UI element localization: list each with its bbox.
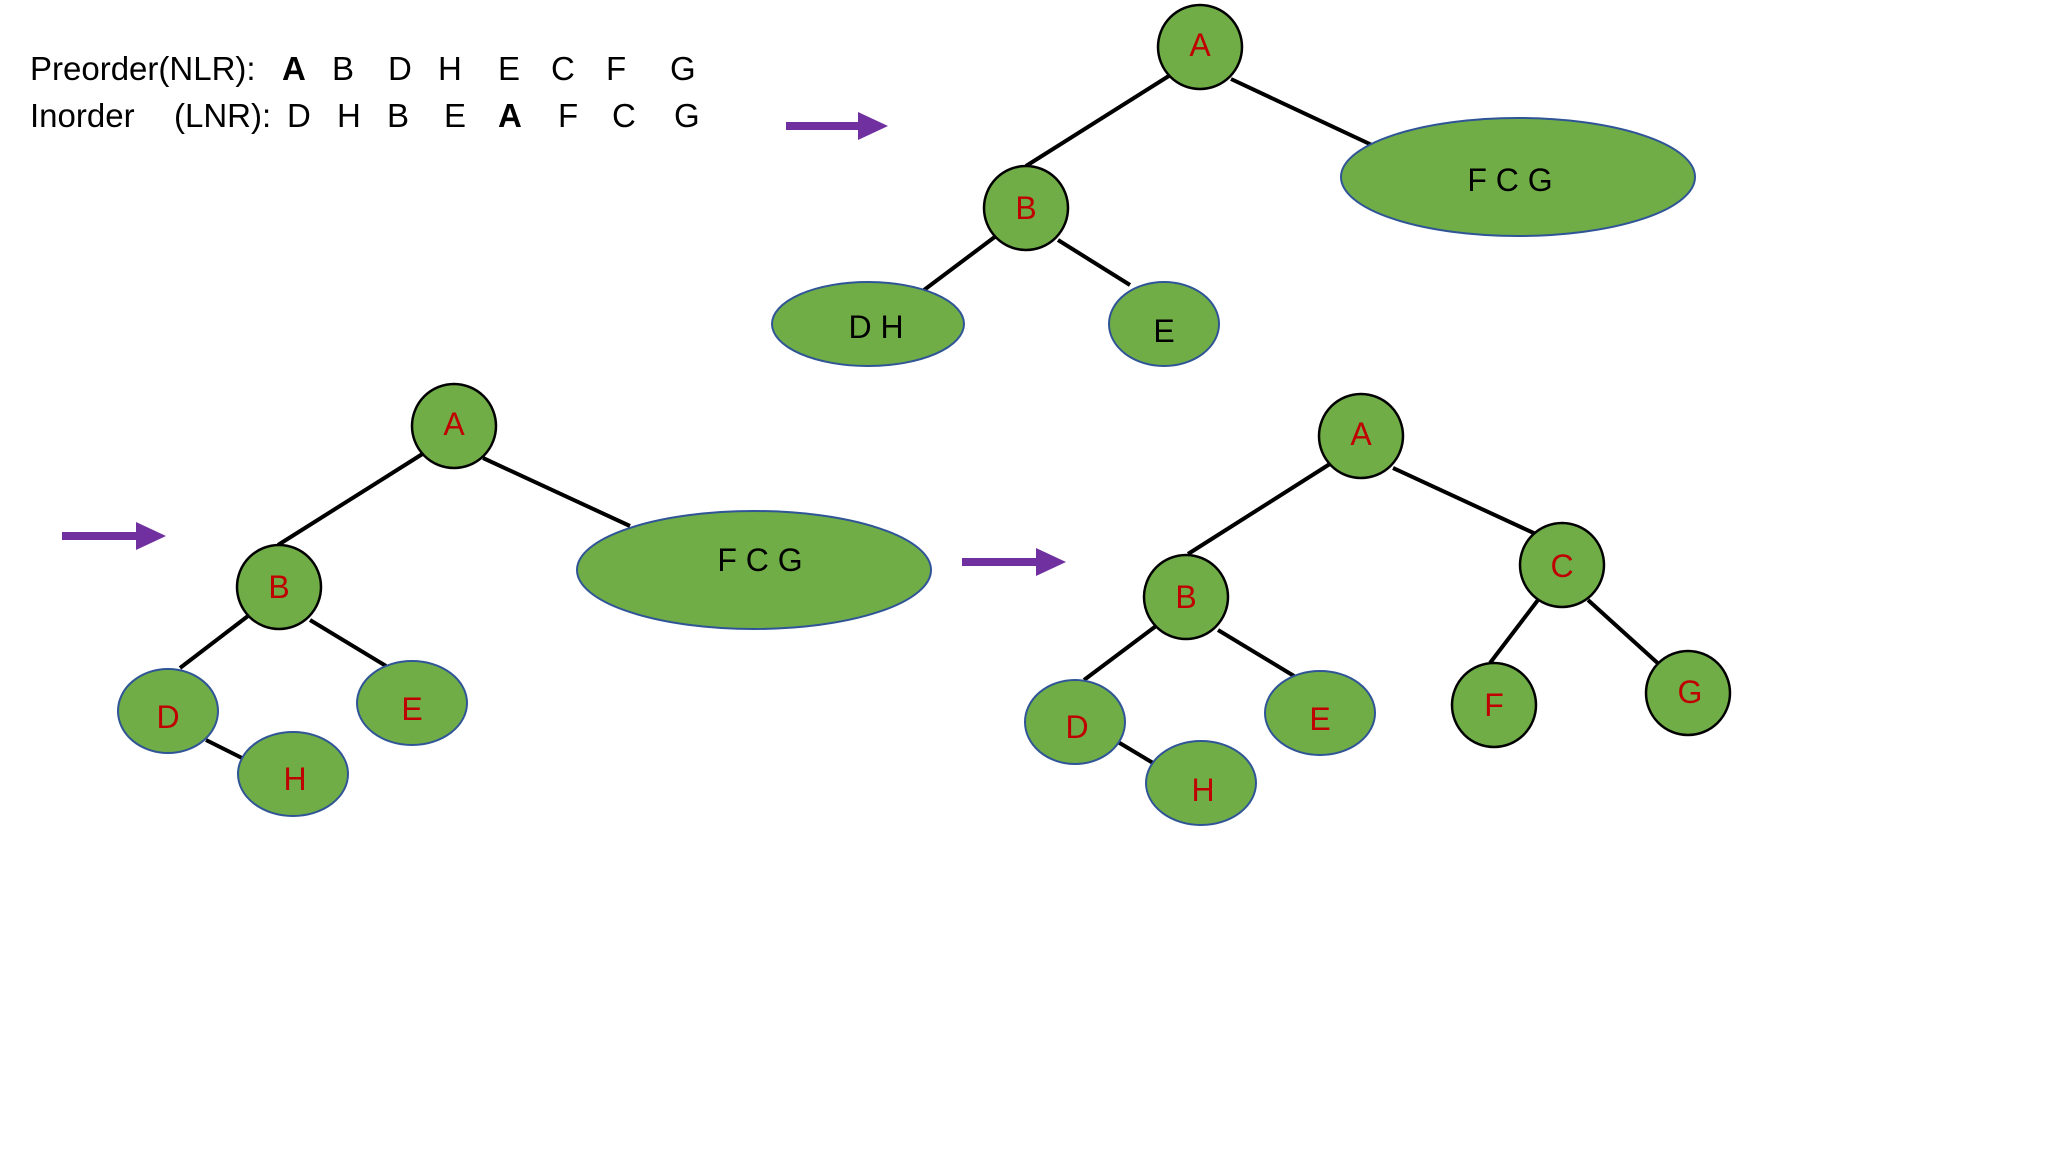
tree-step-2: A B D H E F C G bbox=[117, 382, 932, 817]
tree-node-h: H bbox=[1145, 740, 1257, 826]
tree-node-b: B bbox=[982, 164, 1070, 252]
svg-text:E: E bbox=[1153, 313, 1174, 349]
preorder-item: C bbox=[551, 50, 575, 87]
inorder-label: Inorder bbox=[30, 97, 135, 134]
preorder-item: E bbox=[498, 50, 520, 87]
svg-text:F C G: F C G bbox=[1467, 162, 1552, 198]
tree-node-d: D bbox=[1024, 679, 1126, 765]
svg-text:B: B bbox=[1015, 190, 1036, 226]
svg-text:F C G: F C G bbox=[717, 542, 802, 578]
tree-step-3: A B C D H E F G bbox=[1024, 392, 1732, 826]
preorder-label: Preorder(NLR): bbox=[30, 50, 256, 87]
preorder-item: H bbox=[438, 50, 462, 87]
tree-node-e: E bbox=[1264, 670, 1376, 756]
step-arrow bbox=[62, 522, 166, 550]
svg-text:A: A bbox=[1350, 416, 1372, 452]
tree-node-d: D bbox=[117, 668, 219, 754]
svg-text:F: F bbox=[1484, 687, 1504, 723]
svg-text:G: G bbox=[1678, 674, 1703, 710]
svg-text:B: B bbox=[268, 569, 289, 605]
subtree-group-fcg: F C G bbox=[576, 510, 932, 630]
tree-node-a: A bbox=[1156, 3, 1244, 91]
subtree-group-e: E bbox=[1108, 281, 1220, 367]
svg-text:A: A bbox=[1189, 27, 1211, 63]
inorder-item: B bbox=[387, 97, 409, 134]
tree-step-1: A B D H E F C G bbox=[771, 3, 1696, 367]
tree-node-b: B bbox=[1142, 553, 1230, 641]
step-arrow bbox=[786, 112, 888, 140]
svg-text:D: D bbox=[156, 699, 179, 735]
inorder-item: F bbox=[558, 97, 578, 134]
svg-text:H: H bbox=[283, 761, 306, 797]
tree-node-h: H bbox=[237, 731, 349, 817]
svg-text:C: C bbox=[1550, 548, 1573, 584]
svg-text:D: D bbox=[1065, 709, 1088, 745]
traversal-sequences: Preorder(NLR): A B D H E C F G Inorder (… bbox=[30, 50, 700, 134]
inorder-item: D bbox=[287, 97, 311, 134]
tree-node-g: G bbox=[1644, 649, 1732, 737]
step-arrow bbox=[962, 548, 1066, 576]
inorder-item: H bbox=[337, 97, 361, 134]
inorder-item: G bbox=[674, 97, 700, 134]
tree-edges bbox=[1082, 460, 1664, 768]
tree-edges bbox=[922, 72, 1375, 292]
tree-node-c: C bbox=[1518, 521, 1606, 609]
svg-text:E: E bbox=[401, 691, 422, 727]
preorder-item: G bbox=[670, 50, 696, 87]
tree-node-a: A bbox=[410, 382, 498, 470]
svg-text:D H: D H bbox=[848, 309, 903, 345]
svg-text:H: H bbox=[1191, 772, 1214, 808]
inorder-item: C bbox=[612, 97, 636, 134]
inorder-items: D H B E A F C G bbox=[287, 97, 700, 134]
svg-text:E: E bbox=[1309, 701, 1330, 737]
tree-node-f: F bbox=[1450, 661, 1538, 749]
tree-node-a: A bbox=[1317, 392, 1405, 480]
tree-node-e: E bbox=[356, 660, 468, 746]
tree-edges bbox=[178, 451, 631, 762]
svg-text:B: B bbox=[1175, 579, 1196, 615]
tree-node-b: B bbox=[235, 543, 323, 631]
preorder-item: B bbox=[332, 50, 354, 87]
subtree-group-dh: D H bbox=[771, 281, 965, 367]
inorder-label-suffix: (LNR): bbox=[174, 97, 271, 134]
preorder-item: A bbox=[282, 50, 306, 87]
inorder-item: E bbox=[444, 97, 466, 134]
preorder-item: F bbox=[606, 50, 626, 87]
preorder-items: A B D H E C F G bbox=[282, 50, 696, 87]
inorder-item: A bbox=[498, 97, 522, 134]
preorder-item: D bbox=[388, 50, 412, 87]
svg-text:A: A bbox=[443, 406, 465, 442]
subtree-group-fcg: F C G bbox=[1340, 117, 1696, 237]
